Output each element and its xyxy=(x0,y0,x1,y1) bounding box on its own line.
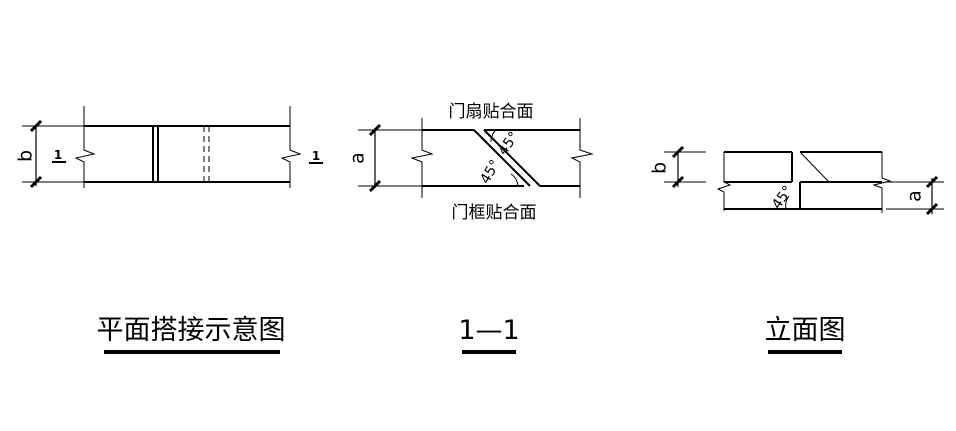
elevation-view: b a 45° 立面图 xyxy=(649,145,944,354)
dimension-label-b: b xyxy=(15,150,37,162)
right-block-break-line xyxy=(872,152,892,213)
angle-label-bottom: 45° xyxy=(477,157,503,187)
angle-arc-top xyxy=(490,129,497,143)
section-caption: 1—1 xyxy=(458,315,519,346)
angle-arc-bottom xyxy=(510,173,519,187)
dimension-label-a: a xyxy=(904,190,926,202)
right-piece-bevel xyxy=(483,129,541,187)
break-line-right xyxy=(280,106,302,188)
section-mark-left: 1 xyxy=(54,148,62,162)
dimension-tick-a-bottom xyxy=(925,202,939,216)
elevation-caption: 立面图 xyxy=(765,315,846,346)
dimension-tick-bottom xyxy=(368,179,382,193)
right-block-bevel-line xyxy=(799,151,830,183)
dimension-tick-top xyxy=(29,119,43,133)
door-frame-face-note: 门框贴合面 xyxy=(452,203,537,223)
break-line-right xyxy=(570,118,594,198)
break-line-left xyxy=(410,118,434,198)
section-view: a 45° 45° 门扇贴合面 门框贴合面 1—1 xyxy=(347,102,594,354)
dimension-label-b: b xyxy=(649,162,671,174)
angle-arc xyxy=(785,195,790,210)
plan-view: b 1 1 平面搭接示意图 xyxy=(15,106,323,354)
dimension-label-a: a xyxy=(347,152,369,164)
break-line-left xyxy=(74,106,96,188)
dimension-tick-bottom xyxy=(29,175,43,189)
dimension-tick-b-bottom xyxy=(671,175,685,189)
dimension-tick-b-top xyxy=(671,145,685,159)
left-block-break-line xyxy=(716,152,732,211)
plan-view-caption: 平面搭接示意图 xyxy=(97,315,286,346)
left-piece-bevel xyxy=(473,129,531,187)
dimension-tick-a-top xyxy=(925,175,939,189)
dimension-tick-top xyxy=(368,123,382,137)
section-mark-right: 1 xyxy=(312,149,320,163)
door-leaf-face-note: 门扇贴合面 xyxy=(449,102,534,122)
